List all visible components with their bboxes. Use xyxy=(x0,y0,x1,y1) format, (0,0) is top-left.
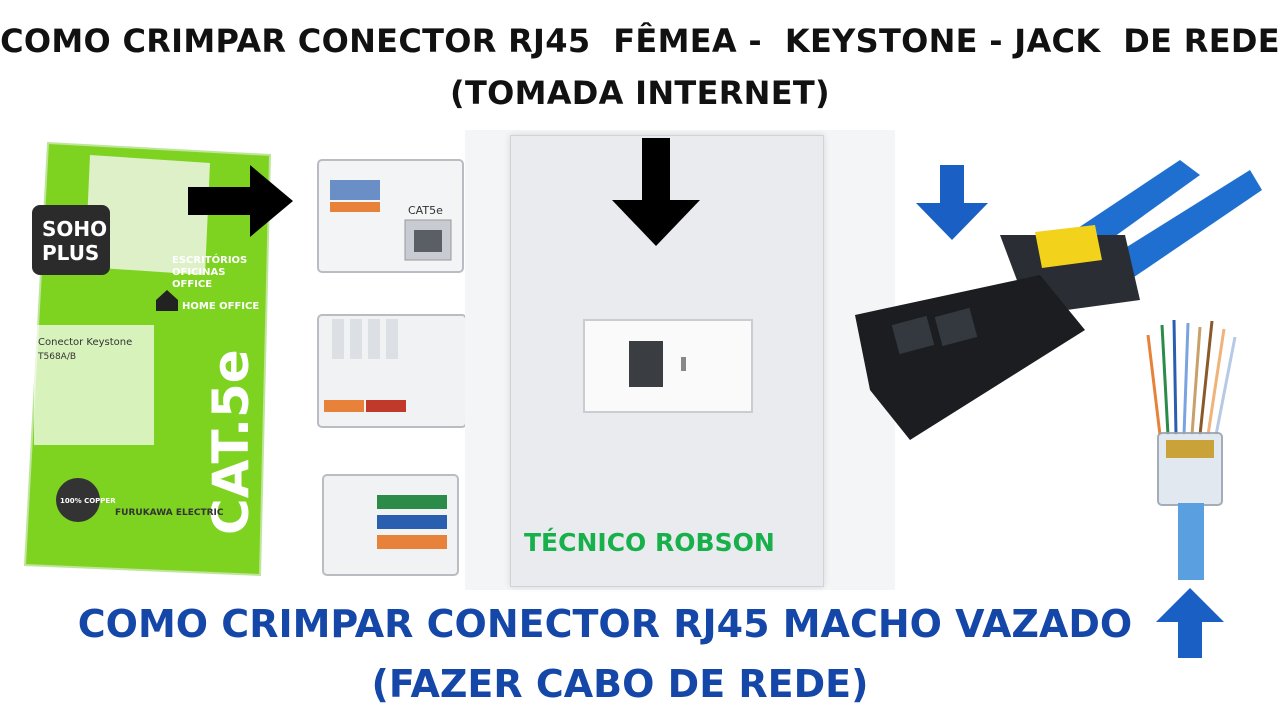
package-copper-seal: 100% COPPER xyxy=(60,497,116,505)
keystone-jack-front-image: CAT5e xyxy=(310,150,470,280)
package-maker: FURUKAWA ELECTRIC xyxy=(115,508,224,518)
socket-indicator xyxy=(681,357,686,371)
package-home-office: HOME OFFICE xyxy=(182,301,259,312)
arrow-down-icon xyxy=(612,138,700,246)
arrow-up-icon xyxy=(1156,588,1224,658)
keystone-jack-back-image xyxy=(315,465,465,585)
package-uses-line-2: OFICINAS xyxy=(172,267,225,278)
package-product-line-2: T568A/B xyxy=(37,352,76,362)
keystone-jack-side-image xyxy=(310,305,470,435)
package-brand-line-1: SOHO xyxy=(42,217,107,241)
rj45-male-connector-image xyxy=(1140,315,1245,580)
network-socket-module xyxy=(583,319,753,413)
keystone-label: CAT5e xyxy=(408,204,443,217)
credit-text: TÉCNICO ROBSON xyxy=(524,528,775,557)
footer-line-2: (FAZER CABO DE REDE) xyxy=(371,662,869,706)
footer-line-1: COMO CRIMPAR CONECTOR RJ45 MACHO VAZADO xyxy=(77,602,1133,646)
package-brand-line-2: PLUS xyxy=(42,241,99,265)
package-product-line-1: Conector Keystone xyxy=(38,337,132,348)
keystone-package-image: SOHO PLUS ESCRITÓRIOS OFICINAS OFFICE HO… xyxy=(20,135,280,580)
package-category: CAT.5e xyxy=(202,349,260,535)
rj45-port xyxy=(629,341,663,387)
package-uses-line-3: OFFICE xyxy=(172,279,212,290)
arrow-down-icon xyxy=(916,165,988,240)
house-icon xyxy=(156,290,178,311)
arrow-right-icon xyxy=(188,165,293,237)
crimping-tool-image xyxy=(850,140,1270,440)
package-uses-line-1: ESCRITÓRIOS xyxy=(172,253,247,266)
headline-line-2: (TOMADA INTERNET) xyxy=(450,74,830,112)
headline-line-1: COMO CRIMPAR CONECTOR RJ45 FÊMEA - KEYST… xyxy=(0,22,1280,60)
